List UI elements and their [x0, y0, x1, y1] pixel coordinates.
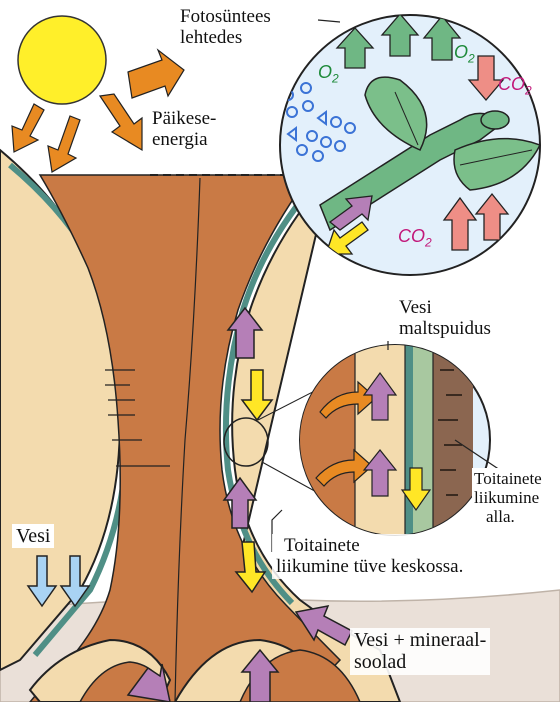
label-water-left: Vesi	[12, 524, 54, 548]
co2-top-sub: 2	[525, 84, 532, 98]
label-photosynthesis-line2: lehtedes	[180, 27, 271, 48]
label-photosynthesis-line1: Fotosüntees	[180, 6, 271, 27]
o2-left-sub: 2	[332, 72, 339, 86]
sun	[18, 16, 106, 104]
o2-right-sub: 2	[468, 52, 475, 66]
photo-leader	[318, 20, 340, 22]
label-nutrients-down: Toitainete liikumine alla.	[472, 468, 544, 527]
label-nutrients-down-line1: Toitainete	[474, 469, 542, 488]
label-solar-line2: energia	[152, 129, 216, 150]
o2-label-left: O2	[318, 62, 339, 86]
label-nutrients-down-line3: alla.	[474, 507, 542, 526]
label-water-minerals-line1: Vesi + mineraal-	[354, 629, 486, 651]
label-water-sapwood: Vesi maltspuidus	[386, 296, 494, 341]
label-water-minerals-line2: soolad	[354, 651, 486, 673]
o2-right-o: O	[454, 42, 468, 62]
label-water-left-text: Vesi	[16, 525, 50, 547]
label-water-sapwood-line2: maltspuidus	[389, 318, 491, 339]
trunk-magnifier	[295, 340, 490, 540]
label-water-sapwood-line1: Vesi	[389, 297, 491, 318]
co2-label-bottom: CO2	[398, 226, 432, 250]
label-nutrients-center-line2: liikumine tüve keskossa.	[276, 556, 463, 577]
co2-top-co: CO	[498, 74, 525, 94]
label-nutrients-center-line1: Toitainete	[276, 535, 463, 556]
co2-bottom-co: CO	[398, 226, 425, 246]
label-photosynthesis: Fotosüntees lehtedes	[180, 6, 271, 49]
label-water-minerals: Vesi + mineraal- soolad	[350, 628, 490, 675]
label-solar-line1: Päikese-	[152, 108, 216, 129]
label-nutrients-down-line2: liikumine	[474, 488, 542, 507]
o2-label-right: O2	[454, 42, 475, 66]
co2-bottom-sub: 2	[425, 236, 432, 250]
label-nutrients-center: Toitainete liikumine tüve keskossa.	[272, 534, 467, 579]
o2-left-o: O	[318, 62, 332, 82]
label-solar-energy: Päikese- energia	[146, 106, 222, 155]
co2-label-top: CO2	[498, 74, 532, 98]
